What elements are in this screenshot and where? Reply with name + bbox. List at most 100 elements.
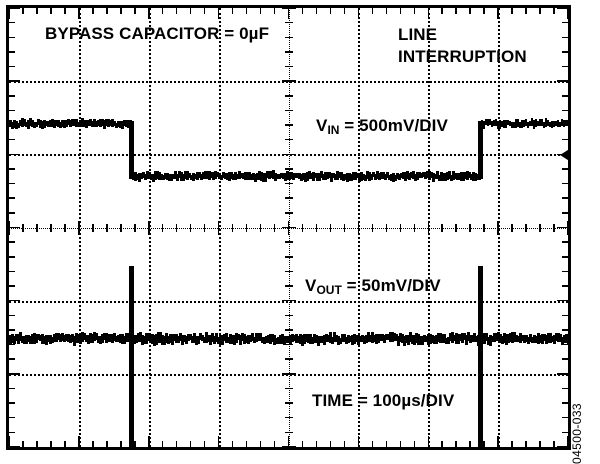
border-tick: [371, 8, 374, 14]
vout-trace-sample: [83, 333, 86, 341]
vin-trace-sample: [333, 174, 337, 181]
vin-trace-sample: [351, 172, 355, 181]
vout-scale-label: VOUT = 50mV/DIV: [305, 276, 441, 297]
vout-trace-sample: [307, 333, 310, 343]
vin-trace-sample: [213, 170, 217, 179]
vout-trace-sample: [459, 334, 462, 342]
vin-trace-sample: [522, 120, 526, 128]
vout-trace-sample: [261, 336, 264, 343]
vout-trace-sample: [331, 336, 334, 344]
vin-trace-sample: [241, 172, 245, 179]
vout-trace-sample: [537, 332, 540, 344]
vout-trace-sample: [175, 334, 178, 344]
axis-tick: [284, 109, 293, 112]
vin-trace-sample: [371, 172, 375, 178]
axis-tick: [281, 373, 296, 375]
vout-trace-sample: [53, 333, 56, 342]
vout-trace-sample: [517, 335, 520, 342]
border-tick: [557, 373, 568, 375]
vin-trace-sample: [251, 172, 255, 180]
vin-trace-sample: [337, 172, 341, 179]
vout-trace-sample: [565, 333, 568, 343]
border-tick: [78, 436, 80, 447]
vout-trace-sample: [123, 335, 126, 344]
vin-trace-sample: [77, 122, 80, 128]
vout-trace-sample: [555, 333, 558, 342]
border-tick: [483, 441, 485, 447]
border-tick: [9, 343, 15, 346]
vout-trace-sample: [287, 336, 290, 344]
axis-tick: [284, 358, 293, 360]
vin-trace-sample: [389, 173, 393, 181]
border-tick: [562, 270, 568, 273]
vout-trace-sample: [73, 335, 76, 346]
border-tick: [399, 8, 402, 14]
border-tick: [562, 314, 568, 317]
vin-trace-sample: [421, 172, 425, 178]
vout-trace-sample: [503, 333, 506, 344]
border-tick: [273, 8, 276, 14]
vin-trace-sample: [163, 172, 167, 179]
vout-trace-sample: [255, 332, 258, 342]
border-tick: [567, 436, 568, 447]
vout-trace-sample: [397, 335, 400, 346]
vin-trace-sample: [447, 171, 451, 180]
border-tick: [161, 8, 164, 14]
vin-trace-sample: [37, 119, 40, 126]
border-tick: [22, 441, 24, 447]
time-scale-label: TIME = 100µs/DIV: [312, 391, 455, 410]
vin-trace-sample: [319, 171, 323, 179]
axis-tick: [469, 223, 471, 232]
border-tick: [9, 226, 20, 229]
vin-symbol: V: [316, 116, 328, 135]
vin-trace-sample: [17, 122, 20, 128]
axis-tick: [483, 223, 485, 232]
vout-trace-sample: [551, 336, 554, 343]
vout-trace-sample: [265, 336, 268, 344]
vout-trace-sample: [547, 332, 550, 343]
border-tick: [64, 441, 66, 447]
vin-trace-sample: [367, 171, 371, 181]
vout-trace-sample: [337, 336, 340, 346]
border-tick: [441, 441, 443, 447]
vout-trace-sample: [299, 333, 302, 344]
vout-trace-sample: [471, 335, 474, 343]
vin-trace-sample: [546, 119, 550, 126]
border-tick: [9, 256, 15, 258]
vin-trace-sample: [496, 121, 500, 130]
border-tick: [371, 441, 374, 447]
vin-trace-sample: [449, 174, 453, 181]
vin-trace-sample: [516, 118, 520, 127]
axis-tick: [284, 95, 293, 97]
vout-trace-sample: [411, 335, 414, 345]
vin-trace-sample: [187, 172, 191, 178]
vin-trace-sample: [185, 171, 189, 181]
border-tick: [189, 441, 192, 447]
axis-tick: [50, 223, 52, 232]
vin-trace-sample: [137, 172, 141, 182]
vin-trace-sample: [23, 118, 26, 126]
vin-trace-sample: [211, 172, 215, 181]
vin-trace-sample: [329, 173, 333, 183]
border-tick: [557, 8, 568, 9]
vout-trace-sample: [269, 334, 272, 345]
axis-tick: [284, 51, 293, 53]
vout-trace-sample: [323, 335, 326, 346]
vin-trace-sample: [359, 172, 363, 182]
vout-trace-sample: [31, 334, 34, 345]
border-tick: [175, 441, 178, 447]
border-tick: [9, 387, 15, 390]
vin-trace-sample: [143, 173, 147, 180]
waveform-traces: [9, 8, 568, 447]
vin-trace-sample: [105, 119, 108, 127]
border-tick: [557, 80, 568, 82]
vin-trace-sample: [401, 171, 405, 179]
border-tick: [539, 441, 541, 447]
vin-trace-sample: [157, 171, 161, 180]
vout-trace-sample: [165, 332, 168, 343]
vout-trace-sample: [125, 332, 128, 342]
border-tick: [231, 8, 234, 14]
border-tick: [562, 36, 568, 39]
vout-trace-sample: [567, 335, 568, 346]
vout-trace-sample: [449, 332, 452, 341]
